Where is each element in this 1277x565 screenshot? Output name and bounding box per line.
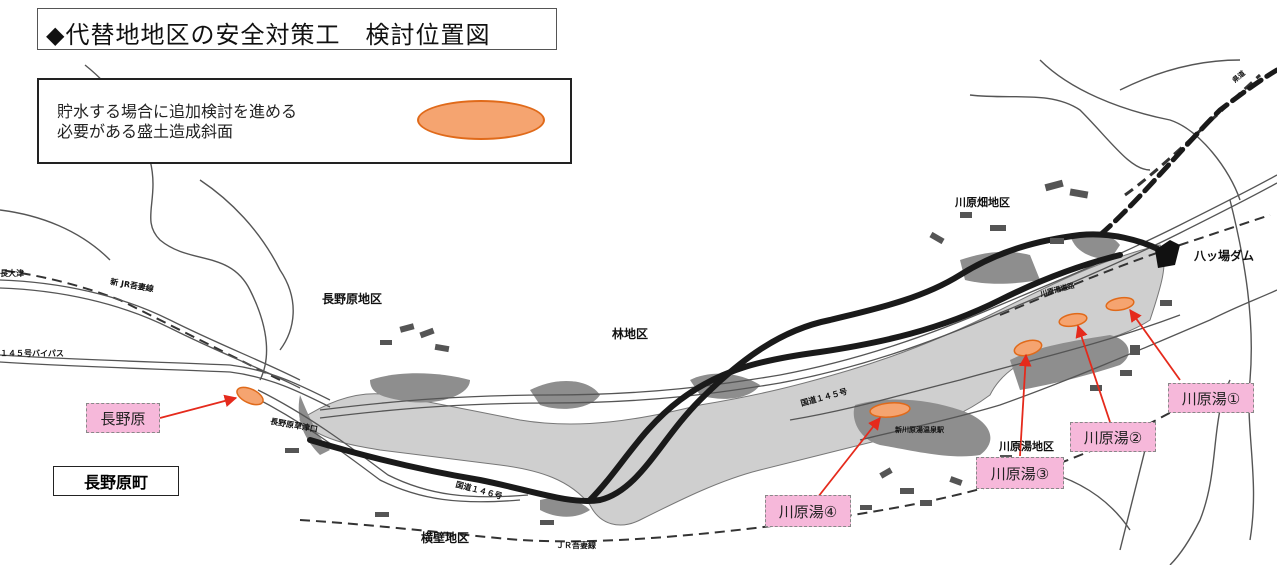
leader-arrows	[159, 308, 1181, 498]
dam-icon	[1155, 240, 1180, 268]
label-kawarayu-district: 川原湯地区	[999, 440, 1054, 453]
site-marker-kawarayu-2	[1058, 312, 1088, 328]
label-kawaraburo-station: 新川原湯温泉駅	[895, 426, 944, 434]
label-yokokabe-district: 横壁地区	[421, 531, 470, 545]
site-marker-kawarayu-4	[869, 402, 911, 418]
callout-kawarayu-1: 川原湯①	[1168, 383, 1254, 413]
terrain-lines	[0, 59, 1255, 565]
legend-line-1: 貯水する場合に追加検討を進める	[57, 102, 298, 121]
callout-naganohara: 長野原	[86, 403, 160, 433]
callout-kawarayu-4: 川原湯④	[765, 495, 851, 527]
label-hayashi-district: 林地区	[612, 327, 649, 341]
label-nagano-ouchi: 長大津	[0, 269, 24, 278]
site-marker-naganohara	[236, 386, 264, 406]
callout-kawarayu-3: 川原湯③	[976, 457, 1064, 489]
roads	[0, 174, 1277, 503]
legend: 貯水する場合に追加検討を進める 必要がある盛土造成斜面	[37, 78, 572, 164]
label-dam: 八ッ場ダム	[1194, 249, 1255, 263]
legend-swatch-icon	[417, 100, 545, 140]
map-title-box: ◆代替地地区の安全対策工 検討位置図	[37, 8, 557, 50]
legend-text: 貯水する場合に追加検討を進める 必要がある盛土造成斜面	[57, 102, 297, 142]
main-roads	[307, 67, 1277, 504]
label-jr-agatsuma-bottom: ＪＲ吾妻線	[556, 541, 596, 550]
town-label: 長野原町	[53, 466, 179, 496]
candidate-sites	[236, 296, 1135, 418]
developed-land	[298, 232, 1129, 517]
label-bypass145: １４５号バイパス	[0, 349, 64, 358]
map-title: ◆代替地地区の安全対策工 検討位置図	[46, 21, 491, 49]
site-marker-kawarayu-1	[1105, 296, 1135, 312]
callout-kawarayu-2: 川原湯②	[1070, 422, 1156, 452]
label-naganohara-district: 長野原地区	[322, 292, 383, 306]
label-kawarahata-district: 川原畑地区	[955, 196, 1010, 209]
buildings	[285, 179, 1172, 525]
legend-line-2: 必要がある盛土造成斜面	[57, 122, 234, 141]
